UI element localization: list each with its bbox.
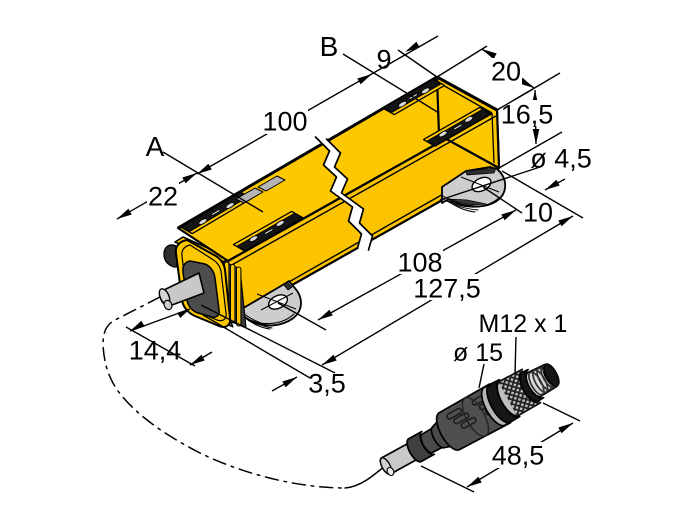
svg-text:M12 x 1: M12 x 1 — [479, 310, 568, 338]
svg-text:B: B — [320, 31, 339, 62]
svg-text:A: A — [146, 131, 165, 162]
svg-text:20: 20 — [491, 57, 521, 87]
svg-text:108: 108 — [397, 248, 442, 278]
svg-text:ø 15: ø 15 — [453, 339, 503, 367]
svg-text:48,5: 48,5 — [492, 441, 545, 471]
svg-text:ø 4,5: ø 4,5 — [530, 144, 592, 174]
svg-text:14,4: 14,4 — [129, 336, 182, 366]
svg-text:100: 100 — [262, 107, 307, 137]
svg-text:10: 10 — [523, 198, 553, 228]
svg-text:16,5: 16,5 — [501, 100, 554, 130]
svg-text:22: 22 — [148, 182, 178, 212]
svg-text:9: 9 — [376, 45, 391, 75]
svg-text:127,5: 127,5 — [413, 274, 481, 304]
svg-text:3,5: 3,5 — [308, 369, 346, 399]
